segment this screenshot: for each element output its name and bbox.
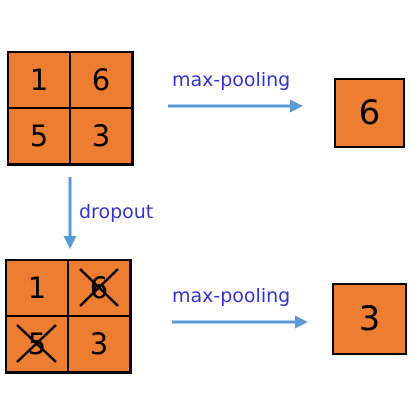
top-pool-arrow — [168, 99, 303, 113]
dropout-arrow — [63, 177, 77, 249]
top-grid-frame — [7, 51, 134, 166]
top-grid-cell-2: 6 — [70, 52, 132, 108]
bottom-grid-cell-1: 1 — [6, 260, 68, 316]
bottom-grid-cell-4: 3 — [68, 316, 130, 372]
top-pool-result: 6 — [334, 78, 405, 148]
top-grid-cell-4: 3 — [70, 108, 132, 164]
bottom-pool-arrow — [172, 315, 308, 329]
bottom-pool-result: 3 — [332, 283, 407, 355]
top-grid-cell-1: 1 — [8, 52, 70, 108]
top-grid-cell-3: 5 — [8, 108, 70, 164]
bottom-max-pooling-label: max-pooling — [172, 285, 291, 307]
dropout-label: dropout — [79, 201, 154, 223]
top-max-pooling-label: max-pooling — [172, 69, 291, 91]
bottom-grid-frame — [5, 259, 132, 374]
